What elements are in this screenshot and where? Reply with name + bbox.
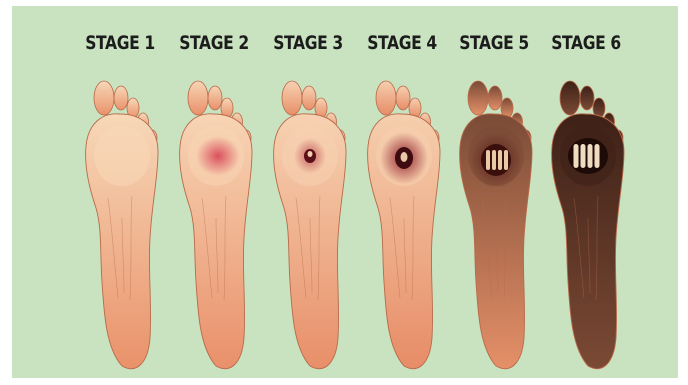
toe-1 <box>188 81 208 115</box>
stage-5-label: STAGE 5 <box>453 32 535 54</box>
stage-2: STAGE 2 <box>164 6 264 378</box>
toe-2 <box>208 86 222 110</box>
stage-2-label: STAGE 2 <box>173 32 255 54</box>
toe-2 <box>114 86 128 110</box>
stage-3-label: STAGE 3 <box>267 32 349 54</box>
exposed-tissue <box>486 150 490 170</box>
exposed-bone <box>595 144 600 168</box>
stages-panel: STAGE 1 STAGE 2 STAGE 3 STAGE 4 STAGE 5 … <box>12 6 678 378</box>
foot-stage-1-illustration <box>78 68 162 374</box>
toe-1 <box>468 81 488 115</box>
toe-2 <box>488 86 502 110</box>
stage-1: STAGE 1 <box>70 6 170 378</box>
toe-1 <box>376 81 396 115</box>
stage-1-label: STAGE 1 <box>79 32 161 54</box>
toe-1 <box>282 81 302 115</box>
ulcer-highlight <box>401 152 408 162</box>
stage-4: STAGE 4 <box>352 6 452 378</box>
toe-1 <box>94 81 114 115</box>
stage-4-label: STAGE 4 <box>361 32 443 54</box>
toe-2 <box>396 86 410 110</box>
foot-stage-4-illustration <box>360 68 444 374</box>
ball-of-foot <box>94 126 150 186</box>
exposed-bone <box>588 144 593 168</box>
foot-stage-2-illustration <box>172 68 256 374</box>
toe-2 <box>302 86 316 110</box>
exposed-tissue <box>492 150 496 170</box>
foot-stage-6-illustration <box>544 68 628 374</box>
exposed-tissue <box>498 150 502 170</box>
toe-1 <box>560 81 580 115</box>
stage-5: STAGE 5 <box>444 6 544 378</box>
exposed-tissue <box>504 150 508 170</box>
exposed-bone <box>574 144 579 168</box>
foot-stage-5-illustration <box>452 68 536 374</box>
toe-2 <box>580 86 594 110</box>
redness-patch <box>196 136 240 176</box>
stage-6-label: STAGE 6 <box>545 32 627 54</box>
ulcer-highlight <box>308 151 313 157</box>
exposed-bone <box>581 144 586 168</box>
stage-3: STAGE 3 <box>258 6 358 378</box>
foot-stage-3-illustration <box>266 68 350 374</box>
stage-6: STAGE 6 <box>536 6 636 378</box>
